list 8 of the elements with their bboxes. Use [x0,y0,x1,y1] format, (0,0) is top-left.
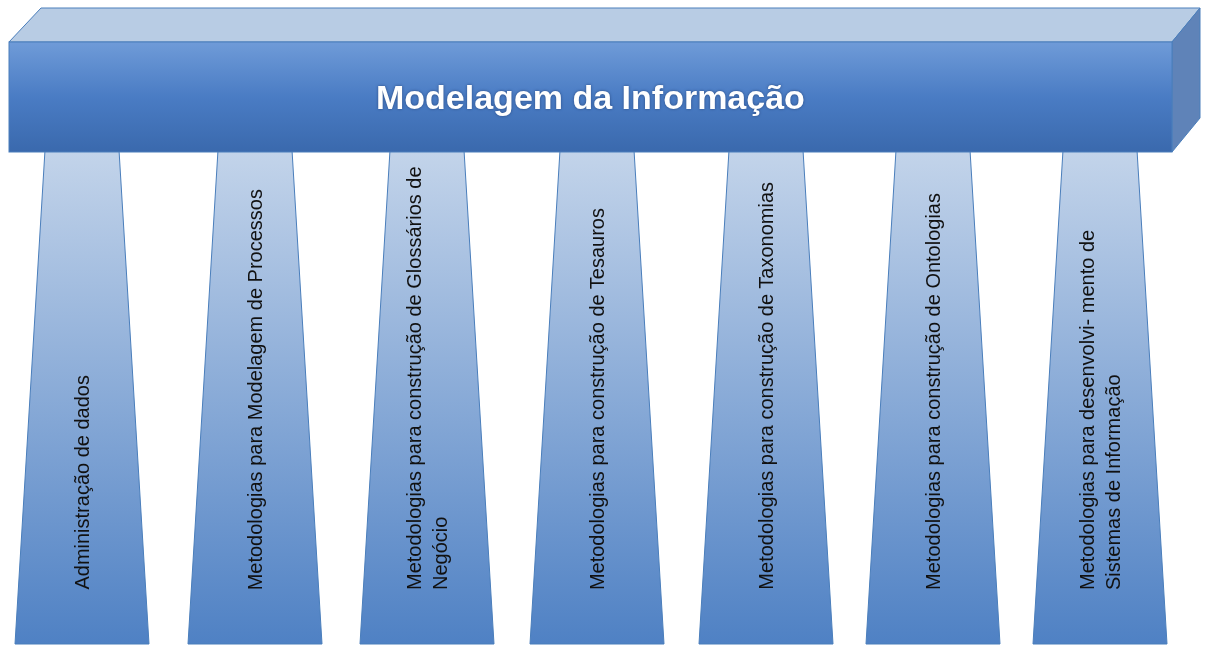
pillar-label: Metodologias para Modelagem de Processos [243,189,267,591]
pillar-label: Metodologias para construção de Tesauros [585,208,609,591]
pillar-label: Metodologias para desenvolvi- mento de Sistemas de Informação [1075,228,1125,590]
beam-title: Modelagem da Informação [376,78,805,117]
pillar-label: Metodologias para construção de Taxonomias [754,182,778,590]
pillar-label: Administração de dados [70,375,94,590]
pillar-label: Metodologias para construção de Glossários de Negócio [402,165,452,590]
pillar-label: Metodologias para construção de Ontologias [921,193,945,590]
